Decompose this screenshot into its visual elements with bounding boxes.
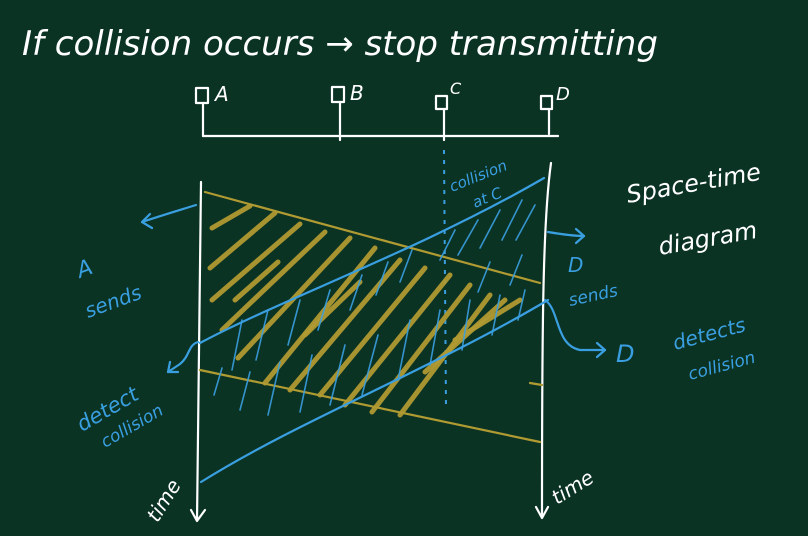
d-detects-label-line1: detects	[670, 312, 748, 354]
diagram-title-line2: diagram	[656, 216, 759, 261]
a-sends-label-line1: A	[72, 255, 97, 284]
a-signal-mark	[528, 381, 544, 387]
time-left-label: time	[141, 475, 185, 526]
time-axis-a-line	[195, 180, 203, 522]
d-detects-arrow	[543, 298, 607, 352]
time-axis-d-line	[540, 161, 553, 517]
collision-label-line2: at C	[470, 183, 505, 211]
station-b: B	[330, 81, 364, 142]
d-detects-label-line2: collision	[686, 348, 758, 385]
station-c-label: C	[450, 79, 462, 98]
station-c: C	[434, 79, 462, 142]
network-bus: A B C D	[194, 79, 570, 142]
station-a-label: A	[213, 82, 229, 106]
d-detects-marker: D	[616, 340, 634, 368]
a-signal-leading-edge	[203, 190, 542, 285]
d-transmission-region	[198, 176, 550, 484]
station-a: A	[194, 82, 229, 138]
a-detect-arrow	[166, 340, 200, 374]
station-d: D	[539, 84, 570, 136]
station-a-node	[194, 86, 210, 105]
a-detect-arrowhead	[166, 360, 180, 374]
a-sends-label-line2: sends	[82, 280, 145, 323]
d-signal-trailing-edge	[199, 298, 550, 484]
a-sends-arrowhead	[140, 212, 154, 230]
station-c-node	[434, 94, 449, 111]
diagram-title-line1: Space-time	[624, 158, 763, 209]
station-b-label: B	[350, 81, 364, 105]
time-axis-a	[189, 180, 207, 523]
d-sends-label-line1: D	[568, 253, 583, 277]
time-right-label: time	[547, 465, 598, 509]
d-signal-hatching	[213, 199, 536, 416]
d-sends-arrow	[546, 230, 586, 238]
heading: If collision occurs → stop transmitting	[22, 24, 658, 64]
a-sends-arrow	[140, 203, 198, 224]
station-b-node	[330, 85, 346, 104]
station-d-label: D	[556, 84, 570, 105]
d-detects-arrowhead	[595, 341, 607, 359]
station-d-node	[539, 94, 554, 111]
a-signal-trailing-edge	[198, 368, 542, 444]
time-axis-a-arrowhead	[189, 508, 207, 523]
time-axis-d-arrowhead	[534, 505, 550, 520]
time-axis-d	[534, 161, 553, 520]
d-sends-label-line2: sends	[567, 281, 620, 311]
d-sends-arrowhead	[574, 227, 586, 245]
d-signal-leading-edge	[198, 176, 546, 345]
